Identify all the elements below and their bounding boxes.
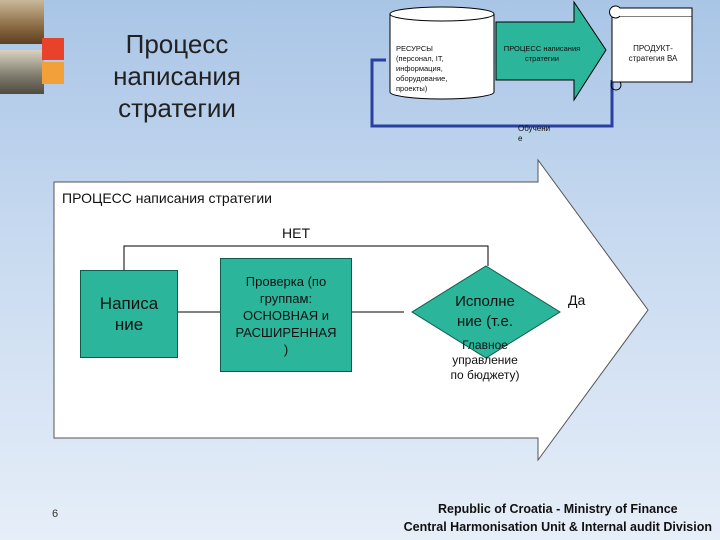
training-label: Обучени е [518, 124, 550, 144]
page-number: 6 [52, 508, 59, 520]
title-line-3: стратегии [118, 93, 236, 123]
yes-label: Да [568, 292, 586, 308]
decision-label: Исполне ние (т.е. [415, 292, 555, 332]
step-review-line-2: группам: [259, 290, 313, 306]
resources-line-1: РЕСУРСЫ [396, 44, 433, 53]
page-title: Процесс написания стратегии [92, 28, 262, 124]
step-review-line-3: ОСНОВНАЯ и [242, 307, 329, 323]
product-scroll-bottom [610, 81, 622, 91]
resources-line-5: проекты) [396, 84, 428, 93]
decision-line-1: Исполне [455, 293, 515, 310]
product-line-2: стратегия ВА [628, 54, 678, 63]
step-review-line-1: Проверка (по [245, 273, 327, 289]
footer-line-2: Central Harmonisation Unit & Internal au… [403, 520, 712, 534]
resources-cylinder-top [389, 6, 495, 22]
process-line-1: ПРОЦЕСС написания [503, 44, 581, 53]
product-scroll-top [609, 5, 693, 19]
decor-square-red [42, 38, 64, 60]
no-label: НЕТ [282, 225, 310, 241]
process-arrow [495, 0, 607, 102]
step-review-line-5: ) [283, 341, 289, 357]
step-review-line-4: РАСШИРЕННАЯ [235, 324, 337, 340]
step-writing-line-2: ние [114, 315, 144, 334]
logo-photo-bottom [0, 50, 44, 94]
feedback-loop-line [370, 58, 614, 128]
product-scroll [611, 15, 693, 83]
resources-line-2: (персонал, IT, [396, 54, 444, 63]
decision-sub-line-3: по бюджету) [450, 368, 520, 382]
main-process-label: ПРОЦЕСС написания стратегии [62, 190, 272, 206]
training-line-2: е [518, 134, 523, 143]
title-line-2: написания [113, 61, 241, 91]
decision-sub-line-2: управление [452, 353, 518, 367]
product-line-1: ПРОДУКТ- [633, 44, 673, 53]
resources-label: РЕСУРСЫ (персонал, IT, информация, обору… [396, 44, 492, 94]
training-line-1: Обучени [518, 124, 551, 133]
process-label: ПРОЦЕСС написания стратегии [500, 44, 584, 64]
product-label: ПРОДУКТ- стратегия ВА [616, 44, 690, 64]
resources-cylinder [389, 14, 495, 100]
no-loop-line [123, 245, 489, 270]
title-line-1: Процесс [125, 29, 229, 59]
decision-diamond [411, 265, 561, 359]
footer-line-1: Republic of Croatia - Ministry of Financ… [438, 502, 678, 516]
process-line-2: стратегии [525, 54, 559, 63]
step-writing-box: Написа ние [80, 270, 178, 358]
decision-line-2: ние (т.е. [456, 313, 514, 330]
decision-sub-label: Главное управление по бюджету) [415, 338, 555, 383]
footer-credit: Republic of Croatia - Ministry of Financ… [404, 500, 712, 536]
decision-sub-line-1: Главное [462, 338, 508, 352]
decor-square-orange [42, 62, 64, 84]
step-writing-line-1: Написа [99, 294, 159, 313]
step-review-box: Проверка (по группам: ОСНОВНАЯ и РАСШИРЕ… [220, 258, 352, 372]
resources-line-4: оборудование, [396, 74, 448, 83]
logo-photo-top [0, 0, 44, 44]
resources-line-3: информация, [396, 64, 443, 73]
